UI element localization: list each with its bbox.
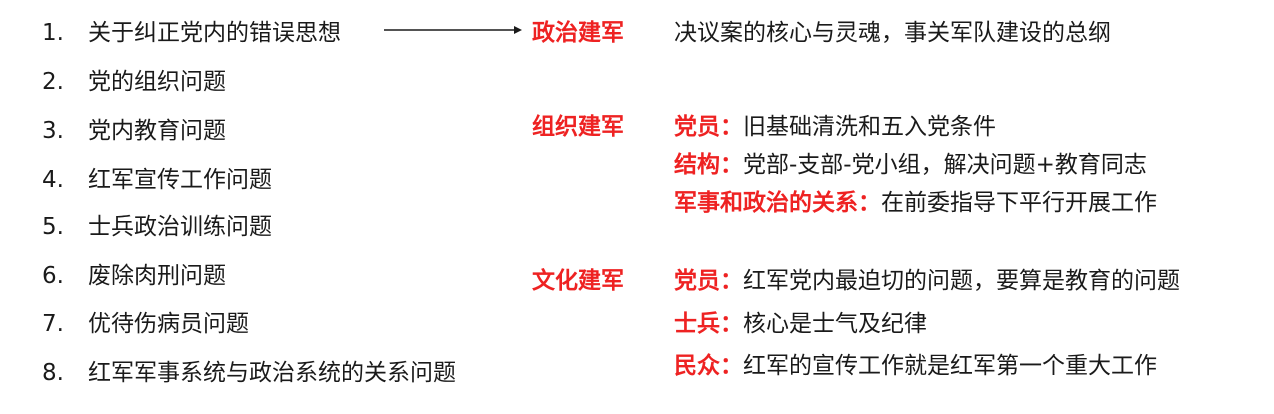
- point-text: 核心是士气及纪律: [743, 311, 927, 337]
- list-item-4: 红军宣传工作问题: [88, 167, 272, 193]
- point-key: 党员：: [674, 114, 743, 140]
- organizational-point-1: 党员：旧基础清洗和五入党条件: [674, 112, 996, 142]
- point-key: 结构：: [674, 152, 743, 178]
- organizational-point-2: 结构：党部-支部-党小组，解决问题+教育同志: [674, 150, 1147, 180]
- list-number-4: 4.: [42, 167, 64, 193]
- list-item-6: 废除肉刑问题: [88, 263, 226, 289]
- point-key: 士兵：: [674, 311, 743, 337]
- point-text: 在前委指导下平行开展工作: [881, 190, 1157, 216]
- cultural-point-2: 士兵：核心是士气及纪律: [674, 309, 927, 339]
- cultural-point-1: 党员：红军党内最迫切的问题，要算是教育的问题: [674, 266, 1180, 296]
- cultural-point-3: 民众：红军的宣传工作就是红军第一个重大工作: [674, 351, 1157, 381]
- point-text: 红军党内最迫切的问题，要算是教育的问题: [743, 268, 1180, 294]
- point-text: 红军的宣传工作就是红军第一个重大工作: [743, 353, 1157, 379]
- list-number-8: 8.: [42, 360, 64, 386]
- list-item-2: 党的组织问题: [88, 69, 226, 95]
- list-number-2: 2.: [42, 69, 64, 95]
- list-number-1: 1.: [42, 20, 64, 46]
- category-organizational: 组织建军: [532, 114, 624, 140]
- list-number-6: 6.: [42, 263, 64, 289]
- list-item-1: 关于纠正党内的错误思想: [88, 20, 341, 46]
- political-description: 决议案的核心与灵魂，事关军队建设的总纲: [674, 20, 1111, 46]
- arrow-connector: [384, 26, 522, 34]
- list-item-7: 优待伤病员问题: [88, 311, 249, 337]
- list-item-8: 红军军事系统与政治系统的关系问题: [88, 360, 456, 386]
- list-number-5: 5.: [42, 214, 64, 240]
- category-political: 政治建军: [532, 20, 624, 46]
- point-key: 军事和政治的关系：: [674, 190, 881, 216]
- point-text: 旧基础清洗和五入党条件: [743, 114, 996, 140]
- list-item-3: 党内教育问题: [88, 118, 226, 144]
- list-number-3: 3.: [42, 118, 64, 144]
- list-number-7: 7.: [42, 311, 64, 337]
- point-key: 党员：: [674, 268, 743, 294]
- point-text: 党部-支部-党小组，解决问题+教育同志: [743, 152, 1147, 178]
- organizational-point-3: 军事和政治的关系：在前委指导下平行开展工作: [674, 188, 1157, 218]
- point-key: 民众：: [674, 353, 743, 379]
- list-item-5: 士兵政治训练问题: [88, 214, 272, 240]
- category-cultural: 文化建军: [532, 268, 624, 294]
